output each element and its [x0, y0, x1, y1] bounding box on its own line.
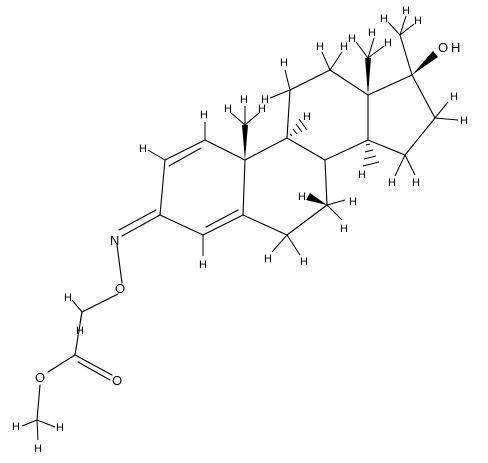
- ring-c: [286, 69, 369, 161]
- h-label: H: [348, 33, 356, 45]
- hydroxyl-group: O H: [412, 40, 460, 75]
- h-label: H: [261, 94, 269, 106]
- h-label: H: [300, 256, 308, 268]
- h-label: H: [340, 223, 348, 235]
- h-label: H: [388, 177, 396, 189]
- hydroxyl-h-label: H: [451, 40, 460, 55]
- oxime-n-label: N: [110, 233, 119, 248]
- methyl-c17: [387, 15, 415, 76]
- methyl-c10: [229, 106, 261, 160]
- h-label: H: [303, 111, 311, 123]
- h-label: H: [264, 253, 272, 265]
- h-label: H: [368, 27, 376, 39]
- carbonyl-o-label: O: [112, 373, 122, 388]
- h-label: H: [380, 13, 388, 25]
- h-label: H: [358, 169, 366, 181]
- h-label: H: [450, 91, 458, 103]
- h-label: H: [12, 421, 20, 433]
- h-label: H: [460, 115, 468, 127]
- h-label: H: [384, 37, 392, 49]
- ring-a: [159, 139, 246, 236]
- h-label: H: [64, 292, 72, 304]
- h-label: H: [200, 109, 208, 121]
- h-label: H: [349, 196, 357, 208]
- h-label: H: [224, 103, 232, 115]
- h-label: H: [56, 422, 64, 434]
- h-label: H: [280, 57, 288, 69]
- ring-d: [367, 74, 436, 156]
- h-label: H: [414, 15, 422, 27]
- h-label: H: [199, 259, 207, 271]
- methyl-c13: [355, 37, 385, 95]
- h-label: H: [316, 41, 324, 53]
- hydroxyl-o-label: O: [438, 40, 448, 55]
- stereo-hydrogens: [289, 118, 380, 205]
- h-label: H: [258, 103, 266, 115]
- h-label: H: [340, 41, 348, 53]
- h-label: H: [34, 443, 42, 455]
- h-label: H: [412, 177, 420, 189]
- oxime-o-label: O: [115, 281, 125, 296]
- h-label: H: [139, 143, 147, 155]
- ester-o-label: O: [35, 370, 45, 385]
- h-label: H: [76, 325, 84, 337]
- h-label: H: [402, 5, 410, 17]
- oxime-ester-chain: N O O O: [35, 209, 161, 421]
- hydrogen-labels: H H H H H H H H H H H H H H H H H H H H …: [12, 5, 468, 455]
- hydrogen-bond-stubs: [21, 51, 459, 441]
- h-label: H: [298, 191, 306, 203]
- ring-b: [242, 137, 328, 236]
- h-label: H: [240, 94, 248, 106]
